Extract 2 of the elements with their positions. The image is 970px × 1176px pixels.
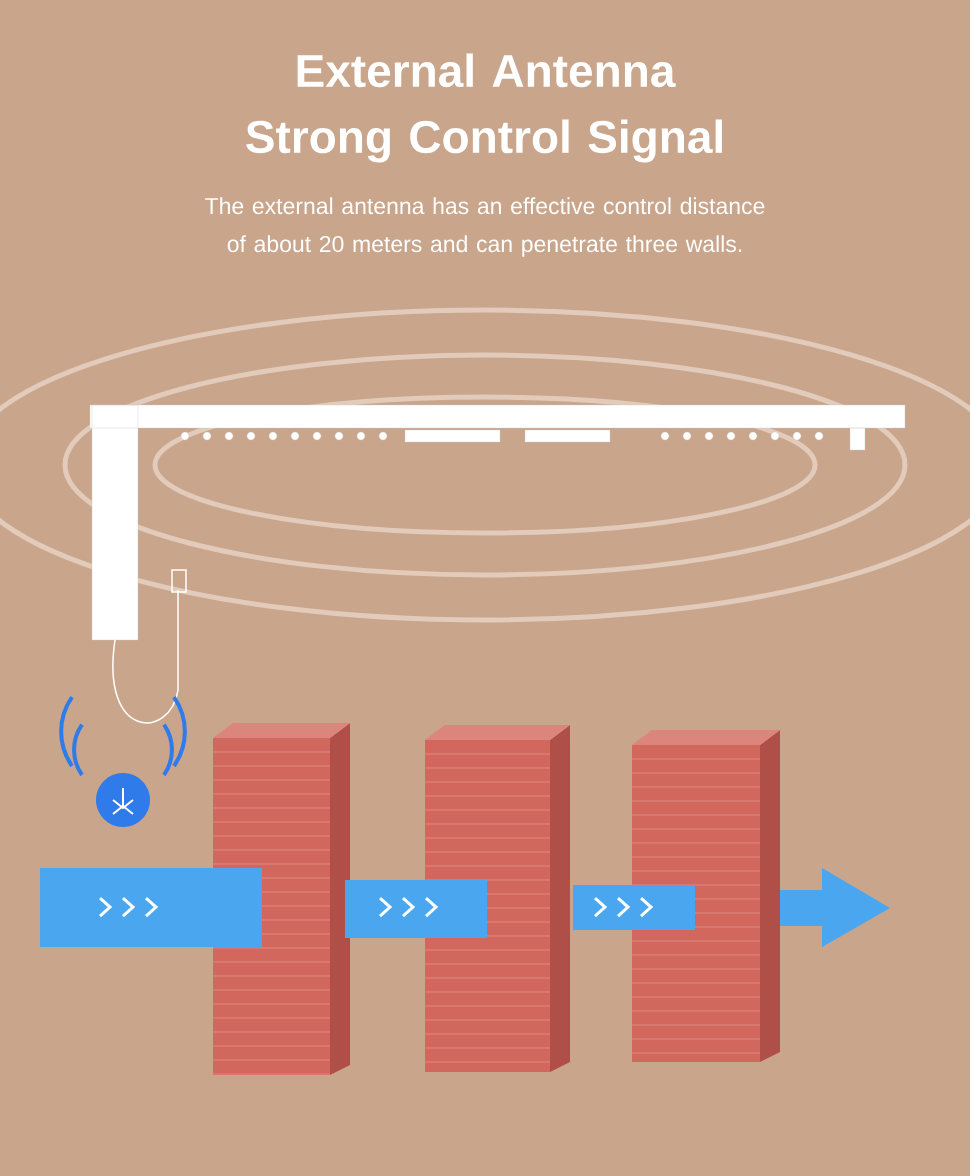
title: External Antenna Strong Control Signal	[246, 53, 722, 163]
subtitle: The external antenna has an effective control distance of about 20 meters and can penetrate three walls.	[205, 197, 765, 257]
